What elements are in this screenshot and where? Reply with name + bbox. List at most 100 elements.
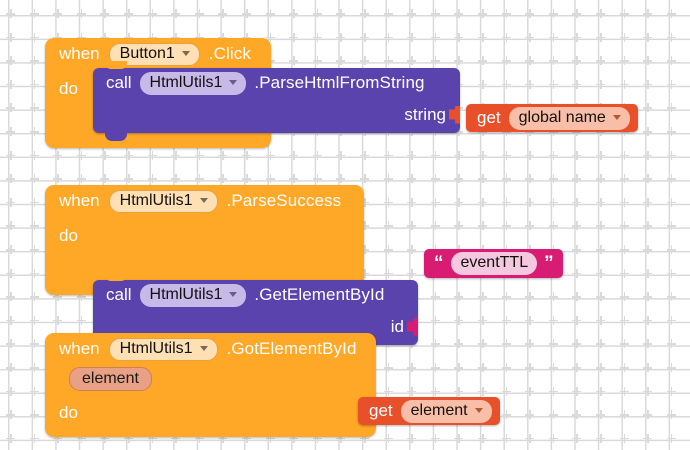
grid-plus-icon [6, 363, 15, 372]
value-socket[interactable] [408, 317, 418, 337]
grid-plus-icon [619, 174, 629, 184]
grid-plus-icon [666, 410, 676, 420]
grid-plus-icon [218, 150, 228, 160]
grid-plus-icon [478, 339, 487, 349]
variable-dropdown-element[interactable]: element [400, 399, 492, 423]
grid-plus-icon [596, 339, 605, 349]
chevron-down-icon[interactable] [229, 80, 238, 85]
grid-plus-icon [194, 9, 204, 18]
grid-plus-icon [76, 9, 86, 18]
grid-plus-icon [218, 9, 228, 18]
component-dropdown-htmlutils1[interactable]: HtmlUtils1 [139, 71, 247, 95]
grid-plus-icon [596, 410, 605, 420]
component-dropdown-htmlutils1[interactable]: HtmlUtils1 [108, 189, 218, 213]
grid-plus-icon [29, 127, 39, 136]
grid-plus-icon [666, 268, 676, 278]
grid-plus-icon [525, 9, 535, 18]
grid-plus-icon [383, 363, 393, 372]
grid-plus-icon [336, 150, 346, 160]
grid-plus-icon [336, 174, 346, 184]
grid-plus-icon [501, 174, 511, 184]
grid-plus-icon [643, 433, 653, 443]
grid-plus-icon [619, 79, 629, 89]
grid-plus-icon [525, 292, 535, 302]
event-block-htmlutils1-parsesuccess[interactable]: when HtmlUtils1 .ParseSuccess do [45, 185, 364, 295]
component-dropdown-htmlutils1[interactable]: HtmlUtils1 [108, 337, 218, 361]
grid-plus-icon [29, 221, 39, 231]
grid-plus-icon [643, 221, 653, 231]
chevron-down-icon[interactable] [181, 51, 190, 56]
grid-plus-icon [596, 9, 605, 18]
grid-plus-icon [548, 410, 558, 420]
variable-get-global-name[interactable]: get global name [466, 104, 638, 132]
grid-plus-icon [643, 315, 653, 325]
grid-plus-icon [383, 433, 393, 443]
grid-plus-icon [29, 268, 39, 278]
grid-plus-icon [548, 150, 558, 160]
grid-plus-icon [265, 9, 275, 18]
grid-plus-icon [666, 315, 676, 325]
grid-plus-icon [29, 386, 39, 396]
grid-plus-icon [501, 410, 511, 420]
method-call-parsehtmlfromstring[interactable]: call HtmlUtils1 .ParseHtmlFromString str… [93, 61, 460, 141]
grid-plus-icon [643, 103, 653, 113]
grid-plus-icon [430, 56, 440, 66]
grid-plus-icon [336, 56, 346, 66]
value-socket[interactable] [450, 105, 460, 125]
grid-plus-icon [407, 245, 417, 254]
grid-plus-icon [548, 433, 558, 443]
chevron-down-icon[interactable] [199, 198, 208, 203]
chevron-down-icon[interactable] [199, 346, 208, 351]
grid-plus-icon [619, 315, 629, 325]
grid-plus-icon [478, 221, 487, 231]
grid-plus-icon [478, 315, 487, 325]
component-dropdown-htmlutils1[interactable]: HtmlUtils1 [139, 283, 247, 307]
grid-plus-icon [6, 9, 15, 18]
grid-plus-icon [666, 150, 676, 160]
grid-plus-icon [596, 268, 605, 278]
chevron-down-icon[interactable] [474, 408, 483, 413]
component-dropdown-button1[interactable]: Button1 [108, 42, 200, 66]
grid-plus-icon [171, 9, 181, 18]
variable-dropdown-global-name[interactable]: global name [508, 106, 630, 130]
grid-plus-icon [643, 363, 653, 372]
grid-plus-icon [407, 9, 417, 18]
grid-plus-icon [501, 79, 511, 89]
chevron-down-icon[interactable] [229, 292, 238, 297]
grid-plus-icon [336, 9, 346, 18]
grid-plus-icon [312, 150, 322, 160]
grid-plus-icon [6, 292, 15, 302]
grid-plus-icon [666, 56, 676, 66]
text-input-eventttl[interactable]: eventTTL [450, 252, 538, 275]
grid-plus-icon [289, 150, 299, 160]
event-param-element[interactable]: element [69, 367, 152, 391]
event-block-htmlutils1-gotelementbyid[interactable]: when HtmlUtils1 .GotElementById element … [45, 333, 376, 437]
grid-plus-icon [619, 433, 629, 443]
grid-plus-icon [572, 221, 582, 231]
param-row-string: string [93, 98, 460, 131]
grid-plus-icon [265, 150, 275, 160]
grid-plus-icon [501, 32, 511, 42]
grid-plus-icon [501, 9, 511, 18]
grid-plus-icon [430, 174, 440, 184]
text-string-block[interactable]: “ eventTTL ” [424, 249, 563, 278]
grid-plus-icon [666, 127, 676, 136]
grid-plus-icon [666, 339, 676, 349]
grid-plus-icon [124, 174, 133, 184]
grid-plus-icon [478, 292, 487, 302]
grid-plus-icon [454, 386, 464, 396]
grid-plus-icon [643, 339, 653, 349]
grid-plus-icon [596, 315, 605, 325]
chevron-down-icon[interactable] [612, 115, 621, 120]
grid-plus-icon [407, 268, 417, 278]
grid-plus-icon [29, 174, 39, 184]
variable-get-element[interactable]: get element [358, 397, 500, 425]
grid-plus-icon [525, 79, 535, 89]
grid-plus-icon [666, 32, 676, 42]
grid-plus-icon [478, 150, 487, 160]
grid-plus-icon [289, 32, 299, 42]
grid-plus-icon [478, 9, 487, 18]
grid-plus-icon [454, 339, 464, 349]
grid-plus-icon [100, 150, 110, 160]
